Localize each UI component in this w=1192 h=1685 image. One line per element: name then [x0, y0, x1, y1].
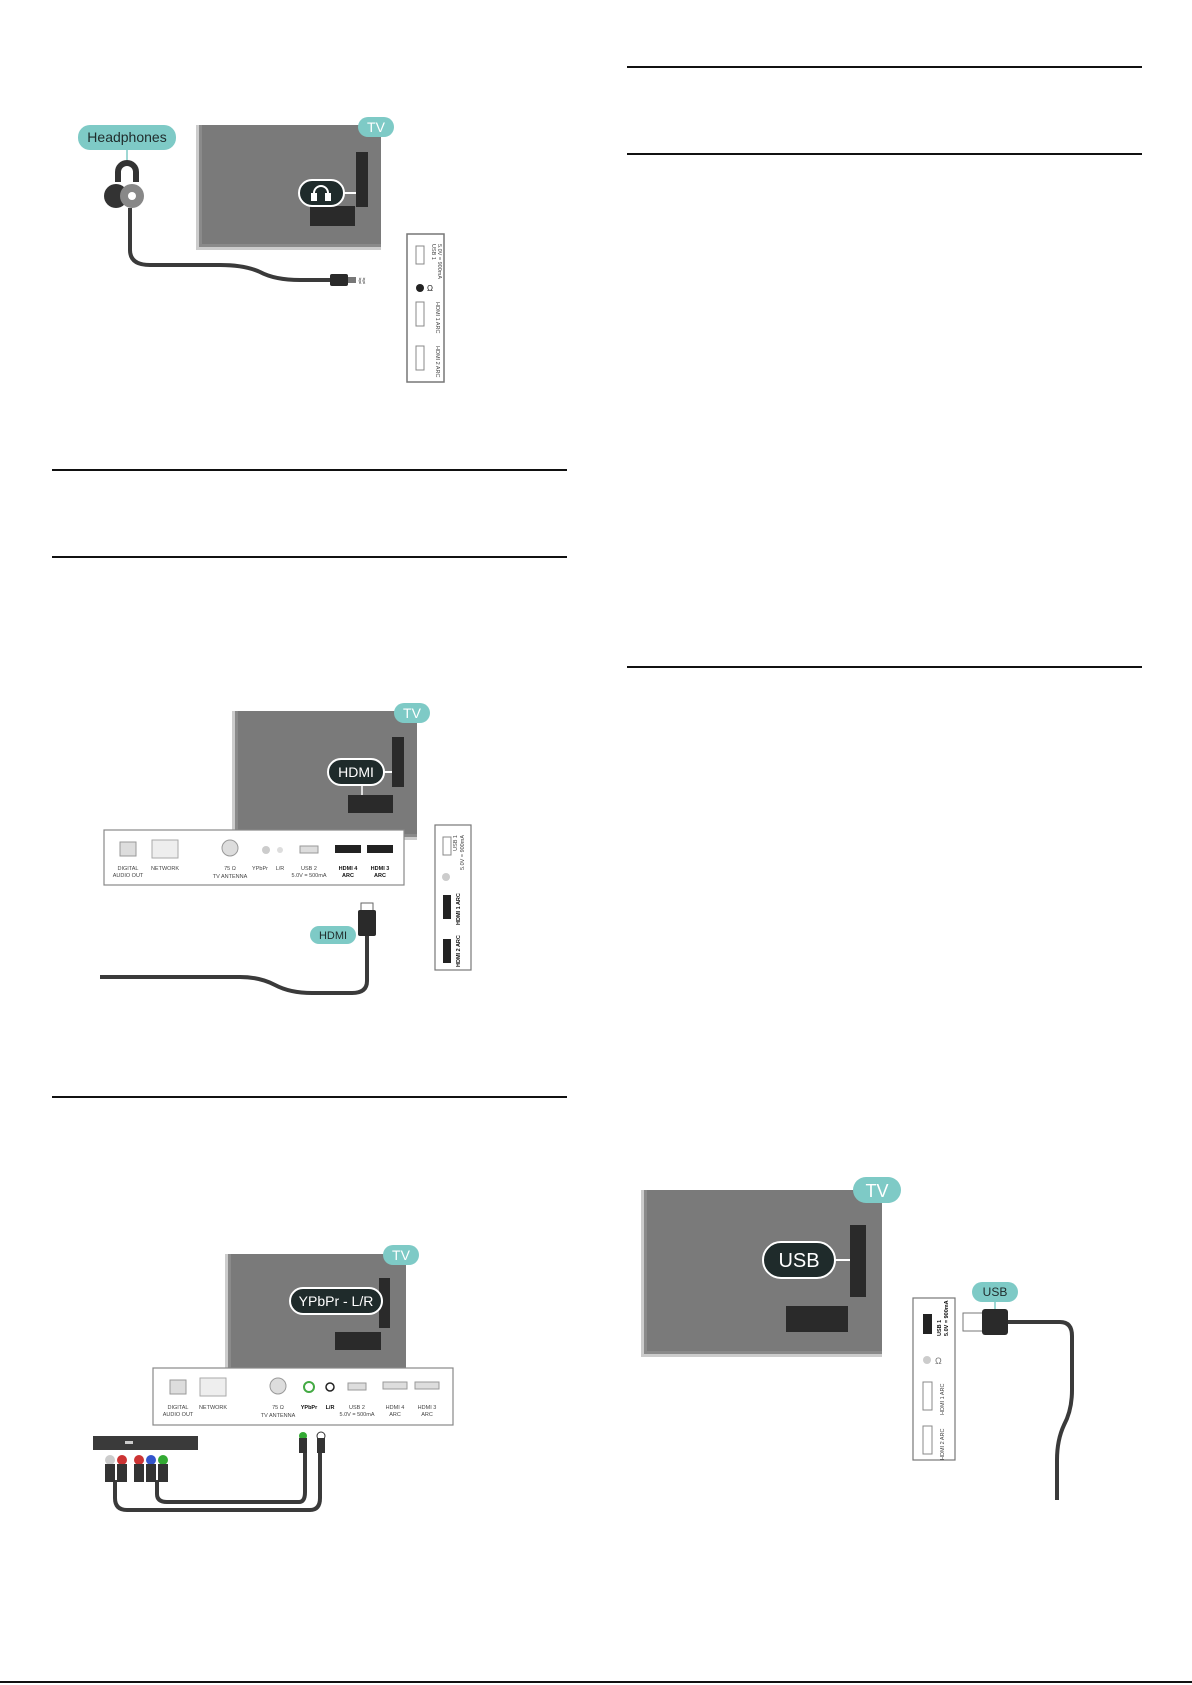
side-port-usb1: USB 1 [937, 1320, 943, 1336]
usb-connection-diagram: USB TV Ω USB 1 5.0V = 900mA HDMI 1 ARC H… [641, 1177, 1074, 1500]
section-rule [627, 66, 1142, 68]
tv-panel [235, 711, 417, 837]
tv-badge [853, 1177, 901, 1203]
hdmi-port-label: HDMI [338, 764, 374, 780]
rear-port-hdmi3-arc: ARC [421, 1412, 433, 1418]
rear-port-antenna: TV ANTENNA [213, 874, 248, 880]
tv-badge-label: TV [403, 705, 422, 721]
headphone-cable [128, 208, 332, 282]
side-port-usb1-power: 5.0V = 900mA [460, 835, 466, 870]
headphones-label: Headphones [87, 129, 166, 145]
section-rule [627, 666, 1142, 668]
usb-cable-label-pill [972, 1282, 1018, 1302]
usb-port-label: USB [778, 1250, 819, 1272]
usb-cable-label: USB [983, 1285, 1008, 1299]
rear-port-antenna: TV ANTENNA [261, 1413, 296, 1419]
side-port-hdmi1: HDMI 1 ARC [456, 893, 462, 925]
rear-port-hdmi4-arc: ARC [389, 1412, 401, 1418]
jack-plug [330, 274, 348, 286]
side-port-hdmi2: HDMI 2 ARC [434, 346, 440, 378]
rear-port-ypbpr: YPbPr [301, 1405, 318, 1411]
rear-port-network: NETWORK [151, 866, 179, 872]
rear-port-audio-out: AUDIO OUT [113, 873, 144, 879]
tv-panel [199, 125, 381, 247]
rear-port-hdmi3: HDMI 3 [418, 1405, 437, 1411]
hdmi-cable-label: HDMI [319, 930, 347, 942]
rear-port-ypbpr: YPbPr [252, 866, 268, 872]
rear-port-usb2-power: 5.0V = 500mA [339, 1412, 374, 1418]
hdmi-cable [100, 936, 369, 995]
rear-port-hdmi4: HDMI 4 [339, 866, 359, 872]
tv-badge-label: TV [865, 1181, 888, 1201]
rear-port-75ohm: 75 Ω [224, 866, 236, 872]
ypbpr-connection-diagram: YPbPr - L/R TV DIGITAL AUDIO OUT NETWORK… [93, 1245, 454, 1512]
tv-badge [394, 703, 430, 723]
tv-badge [358, 117, 394, 137]
side-port-usb1-power: 5.0V = 900mA [944, 1300, 950, 1336]
side-port-hdmi2: HDMI 2 ARC [456, 935, 462, 967]
section-rule [52, 469, 567, 471]
section-rule [52, 1096, 567, 1098]
side-port-usb1: USB 1 [430, 244, 436, 260]
svg-text:Ω: Ω [427, 284, 433, 293]
side-port-hdmi1: HDMI 1 ARC [434, 302, 440, 334]
side-port-panel: Ω USB 1 5.0V = 900mA HDMI 1 ARC HDMI 2 A… [406, 233, 445, 383]
hdmi-connection-diagram: HDMI TV DIGITAL AUDIO OUT NETWORK 75 Ω T… [100, 703, 472, 995]
side-port-panel: Ω USB 1 5.0V = 900mA HDMI 1 ARC HDMI 2 A… [912, 1297, 956, 1461]
side-port-panel: USB 1 5.0V = 900mA HDMI 1 ARC HDMI 2 ARC [434, 824, 472, 971]
rear-port-hdmi3-arc: ARC [374, 873, 386, 879]
usb-cable [1008, 1320, 1074, 1500]
hdmi-cable-label-pill [310, 926, 356, 944]
svg-text:⟪⟪: ⟪⟪ [358, 277, 366, 285]
ypbpr-port-label: YPbPr - L/R [299, 1293, 374, 1309]
rear-port-usb2-power: 5.0V = 500mA [291, 873, 326, 879]
rca-plugs [105, 1431, 326, 1482]
rear-port-panel: DIGITAL AUDIO OUT NETWORK 75 Ω TV ANTENN… [103, 829, 405, 886]
rear-port-hdmi4: HDMI 4 [386, 1405, 405, 1411]
tv-badge [383, 1245, 419, 1265]
ypbpr-port-pill [289, 1287, 383, 1315]
usb-plug [962, 1312, 984, 1332]
rear-port-hdmi3: HDMI 3 [371, 866, 390, 872]
rear-port-75ohm: 75 Ω [272, 1405, 284, 1411]
rear-port-usb2: USB 2 [301, 866, 317, 872]
side-port-usb1-power: 5.0V = 900mA [436, 244, 442, 279]
rear-port-panel: DIGITAL AUDIO OUT NETWORK 75 Ω TV ANTENN… [152, 1367, 454, 1426]
side-port-usb1: USB 1 [453, 835, 459, 851]
rear-port-audio-out: AUDIO OUT [163, 1412, 194, 1418]
rear-port-network: NETWORK [199, 1405, 227, 1411]
tv-badge-label: TV [367, 119, 386, 135]
rear-port-digital: DIGITAL [118, 866, 139, 872]
section-rule [627, 153, 1142, 155]
rear-port-digital: DIGITAL [168, 1405, 189, 1411]
source-device [93, 1436, 198, 1450]
tv-badge-label: TV [392, 1247, 411, 1263]
rear-port-hdmi4-arc: ARC [342, 873, 354, 879]
rear-port-lr: L/R [276, 866, 285, 872]
headphones-icon [104, 160, 144, 208]
rear-port-lr: L/R [326, 1405, 335, 1411]
side-port-hdmi1: HDMI 1 ARC [940, 1383, 946, 1415]
footer-rule [0, 1681, 1192, 1683]
headphone-port-pill [298, 179, 345, 207]
hdmi-plug [360, 902, 374, 912]
headphone-icon [311, 185, 331, 201]
rear-port-usb2: USB 2 [349, 1405, 365, 1411]
headphones-connection-diagram: TV Headphones ⟪⟪ Ω USB 1 5.0V = 900mA HD… [78, 117, 445, 383]
headphones-label-pill [78, 125, 176, 150]
section-rule [52, 556, 567, 558]
side-port-hdmi2: HDMI 2 ARC [940, 1428, 946, 1460]
svg-text:Ω: Ω [935, 1356, 942, 1366]
